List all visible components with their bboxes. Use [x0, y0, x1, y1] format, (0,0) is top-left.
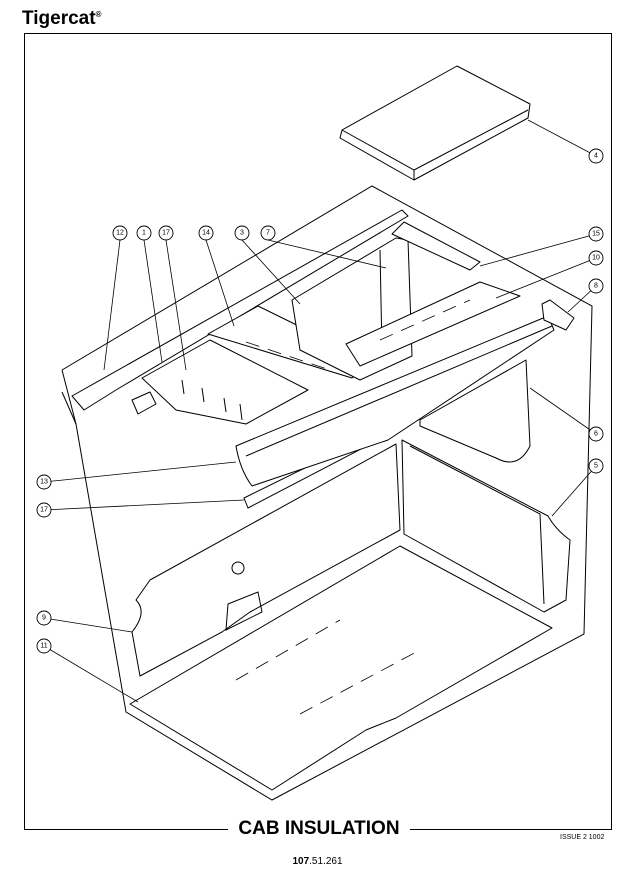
callout-17-lower: 17 [36, 502, 52, 518]
svg-text:9: 9 [42, 615, 46, 622]
part-6-side-panel [419, 359, 531, 463]
svg-text:13: 13 [40, 479, 48, 486]
part-12-left-rail [71, 209, 409, 415]
cab-outline [61, 185, 593, 801]
callout-3: 3 [234, 225, 250, 241]
part-10-right-rail [345, 281, 521, 367]
figure-title: CAB INSULATION [228, 818, 410, 840]
svg-text:6: 6 [594, 431, 598, 438]
svg-text:10: 10 [592, 255, 600, 262]
issue-label: ISSUE 2 1002 [560, 834, 605, 841]
part-15-upper-rail [391, 221, 481, 271]
part-4-roof-panel [339, 65, 531, 181]
callout-1: 1 [136, 225, 152, 241]
page-number-prefix: 107 [292, 856, 310, 867]
svg-text:7: 7 [266, 230, 270, 237]
callout-14: 14 [198, 225, 214, 241]
page-number-suffix: .51.261 [309, 856, 343, 867]
svg-text:17: 17 [162, 230, 170, 237]
callout-11: 11 [36, 638, 52, 654]
callout-9: 9 [36, 610, 52, 626]
callout-7: 7 [260, 225, 276, 241]
callout-13: 13 [36, 474, 52, 490]
registered-mark: ® [95, 10, 102, 19]
svg-text:17: 17 [40, 507, 48, 514]
part-11-floor-mat [129, 545, 553, 791]
callout-10: 10 [588, 250, 604, 266]
part-5-rear-panel [401, 439, 571, 613]
page-number: 107.51.261 [0, 856, 635, 867]
svg-text:4: 4 [594, 153, 598, 160]
part-8-block [541, 299, 575, 331]
brand-name: Tigercat [22, 8, 96, 29]
part-9-side-wall [131, 443, 401, 677]
part-13-headliner [235, 315, 555, 487]
callout-8: 8 [588, 278, 604, 294]
svg-text:11: 11 [40, 643, 47, 650]
svg-text:15: 15 [592, 231, 600, 238]
callout-6: 6 [588, 426, 604, 442]
svg-text:5: 5 [594, 463, 598, 470]
callout-12: 12 [112, 225, 128, 241]
leader-lines [43, 119, 597, 703]
svg-text:8: 8 [594, 283, 598, 290]
part-1-front-rail [141, 339, 309, 425]
callout-17-upper: 17 [158, 225, 174, 241]
callout-5: 5 [588, 458, 604, 474]
svg-text:14: 14 [202, 230, 210, 237]
callout-15: 15 [588, 226, 604, 242]
brand-logo: Tigercat® [22, 8, 101, 30]
svg-text:3: 3 [240, 230, 244, 237]
svg-text:1: 1 [142, 230, 146, 237]
svg-text:12: 12 [116, 230, 124, 237]
callout-4: 4 [588, 148, 604, 164]
